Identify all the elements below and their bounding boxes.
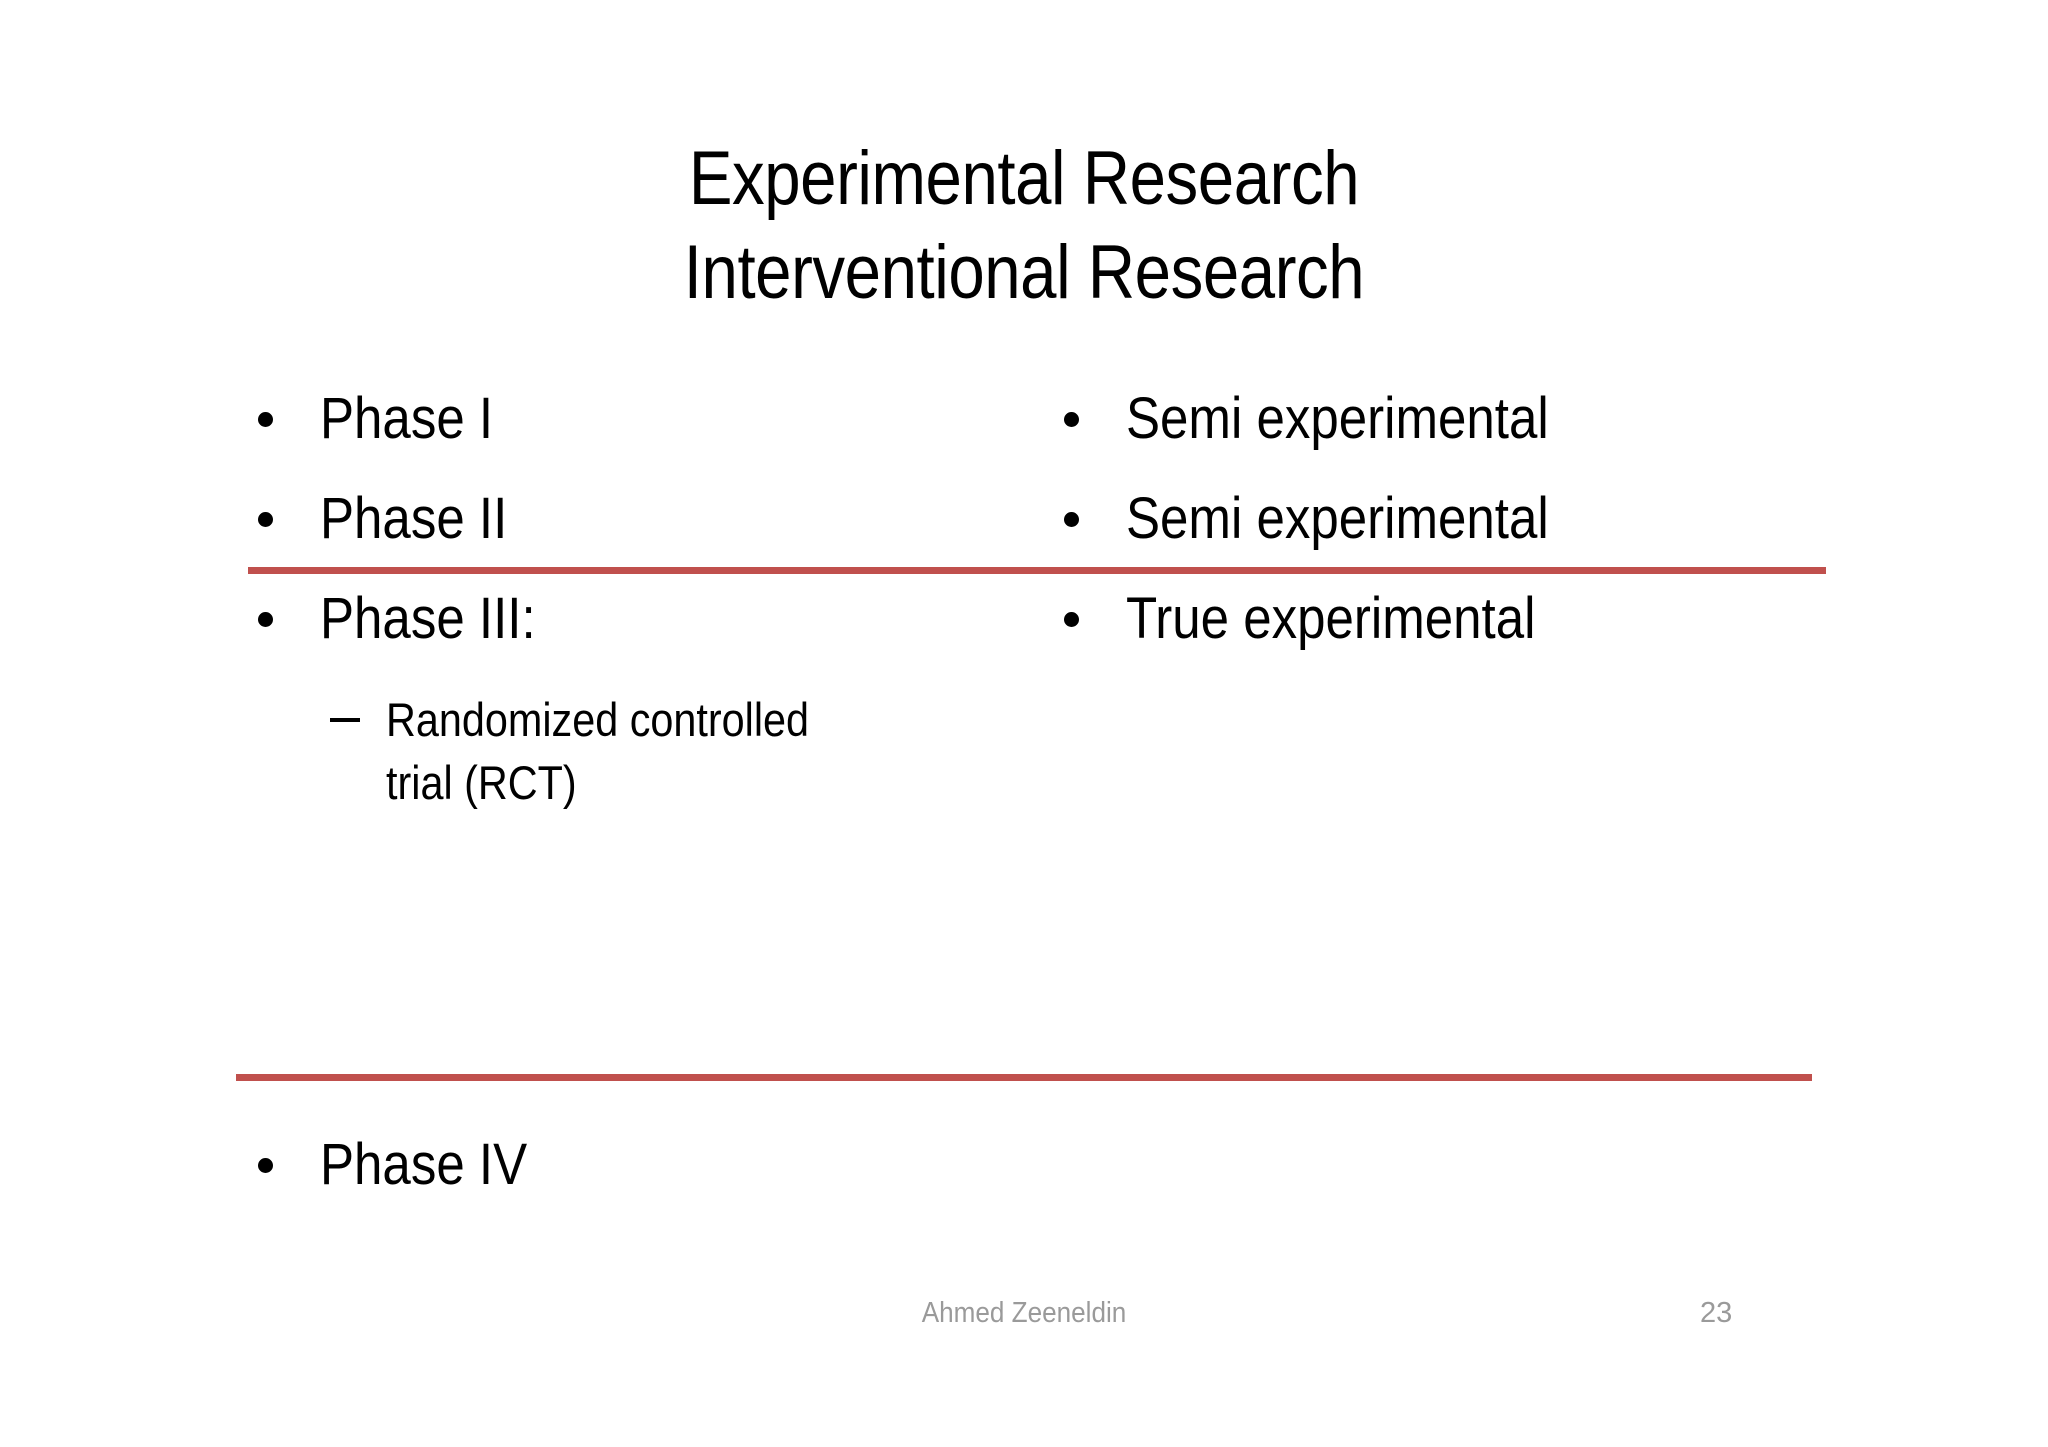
list-item: True experimental: [1046, 582, 1866, 682]
list-item: Phase I: [240, 382, 940, 482]
bullet-dot-icon: [258, 512, 273, 527]
list-item: Phase IV: [240, 1128, 940, 1228]
phase-four-block: Phase IV: [240, 1128, 940, 1228]
bullet-dot-icon: [258, 1158, 273, 1173]
rule-before-phase-four: [236, 1074, 1812, 1081]
left-item-label-phase-iv: Phase IV: [320, 1132, 528, 1197]
left-item-label-phase-ii: Phase II: [320, 486, 508, 551]
title-line-1: Experimental Research: [688, 136, 1360, 221]
list-item: Phase II: [240, 482, 940, 582]
right-item-label-semi-experimental-1: Semi experimental: [1126, 386, 1549, 451]
left-item-label-phase-i: Phase I: [320, 386, 494, 451]
bullet-dot-icon: [258, 612, 273, 627]
right-item-label-true-experimental: True experimental: [1126, 586, 1536, 651]
list-item: Semi experimental: [1046, 382, 1866, 482]
bullet-dot-icon: [1064, 612, 1079, 627]
sub-list-item: Randomized controlled trial (RCT): [240, 688, 940, 828]
right-item-label-semi-experimental-2: Semi experimental: [1126, 486, 1549, 551]
slide-page-number: 23: [1700, 1297, 1733, 1329]
bullet-dot-icon: [1064, 512, 1079, 527]
left-item-label-phase-iii: Phase III:: [320, 586, 536, 651]
dash-bullet-icon: [330, 718, 360, 722]
bullet-dot-icon: [1064, 412, 1079, 427]
rule-after-phase-two: [248, 567, 1826, 574]
right-column: Semi experimental Semi experimental True…: [1046, 382, 1866, 682]
slide-title: Experimental Research Interventional Res…: [0, 132, 2048, 320]
title-line-2: Interventional Research: [683, 230, 1365, 315]
bullet-dot-icon: [258, 412, 273, 427]
list-item: Semi experimental: [1046, 482, 1866, 582]
list-item: Phase III:: [240, 582, 940, 682]
left-column: Phase I Phase II Phase III: Randomized c…: [240, 382, 940, 828]
left-sub-item-label-rct: Randomized controlled trial (RCT): [386, 693, 810, 809]
footer-author: Ahmed Zeeneldin: [921, 1297, 1127, 1329]
